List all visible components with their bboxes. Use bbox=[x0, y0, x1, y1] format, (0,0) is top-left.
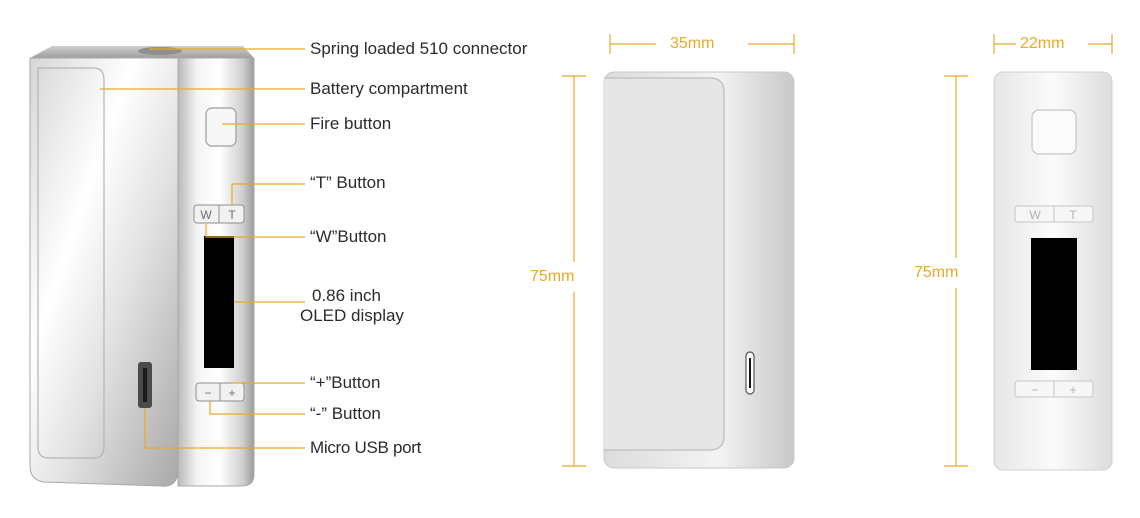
front-view-minus-glyph: − bbox=[1031, 383, 1038, 397]
callout-leaders bbox=[100, 48, 305, 449]
plus-button-glyph: + bbox=[228, 386, 235, 400]
leader-minus-button bbox=[209, 401, 305, 415]
leader-usb-port bbox=[144, 408, 305, 449]
front-view-fire-button bbox=[1031, 109, 1077, 155]
fire-button-shape bbox=[205, 107, 237, 147]
leader-w-button bbox=[205, 223, 305, 238]
label-battery-compartment: Battery compartment bbox=[310, 79, 468, 98]
side-view-battery-door bbox=[604, 77, 725, 451]
oled-screen-shape bbox=[204, 236, 234, 368]
front-view-oled-screen bbox=[1031, 238, 1077, 370]
label-display-line2: OLED display bbox=[300, 306, 404, 325]
label-display-line1: 0.86 inch bbox=[312, 286, 381, 305]
dimension-lines bbox=[562, 34, 1113, 467]
device-perspective-view: W T − + bbox=[29, 46, 255, 487]
t-button-glyph: T bbox=[228, 208, 236, 222]
front-view-t-glyph: T bbox=[1069, 208, 1077, 222]
dimension-width-side: 35mm bbox=[670, 35, 715, 52]
front-view-plus-glyph: + bbox=[1069, 383, 1076, 397]
label-fire-button: Fire button bbox=[310, 114, 392, 133]
minus-button-glyph: − bbox=[204, 386, 211, 400]
w-button-glyph: W bbox=[200, 208, 212, 222]
device-front-view: W T − + bbox=[993, 71, 1113, 471]
label-spring-connector: Spring loaded 510 connector bbox=[310, 39, 528, 58]
battery-door-outline bbox=[37, 67, 105, 459]
label-plus-button: “+”Button bbox=[310, 373, 381, 392]
dimension-height-side: 75mm bbox=[530, 268, 575, 285]
label-w-button: “W”Button bbox=[310, 227, 387, 246]
leader-spring-connector bbox=[149, 48, 305, 50]
label-minus-button: “-” Button bbox=[310, 404, 381, 423]
dimension-width-front: 22mm bbox=[1020, 35, 1065, 52]
spring-connector-shape bbox=[138, 47, 182, 55]
leader-t-button bbox=[231, 183, 305, 205]
device-side-view bbox=[603, 71, 795, 469]
front-view-w-glyph: W bbox=[1029, 208, 1041, 222]
label-t-button: “T” Button bbox=[310, 173, 386, 192]
label-usb-port: Micro USB port bbox=[310, 438, 422, 457]
dimension-height-front: 75mm bbox=[914, 264, 959, 281]
